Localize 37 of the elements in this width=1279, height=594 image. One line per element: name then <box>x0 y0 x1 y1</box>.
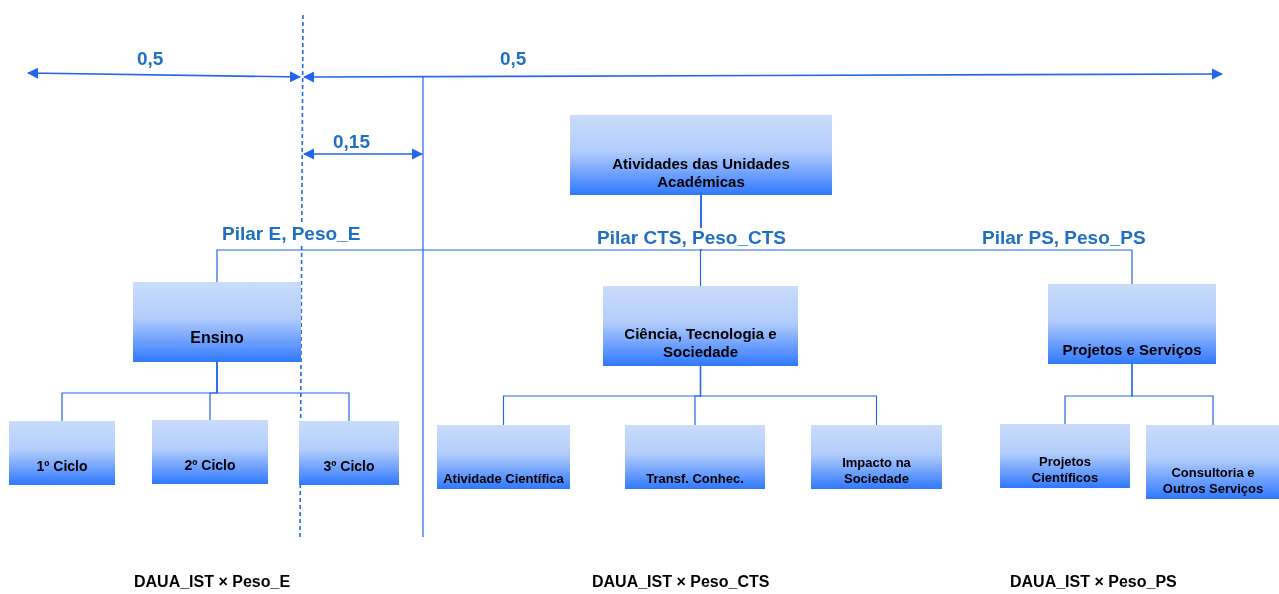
process-box <box>1146 425 1279 499</box>
process-box <box>152 420 268 484</box>
process-box <box>625 425 765 489</box>
box-label: Projetos Científicos <box>1030 453 1100 486</box>
box-label: Projetos e Serviços <box>1062 341 1202 360</box>
process-box <box>1048 284 1216 364</box>
box-label: Atividade Científica <box>443 470 564 487</box>
formula-label: DAUA_IST × Peso_CTS <box>592 573 770 591</box>
connector-line <box>1131 363 1214 426</box>
box-label: 2º Ciclo <box>184 456 236 474</box>
connector-line <box>699 365 878 426</box>
box-label: 1º Ciclo <box>36 457 88 475</box>
box-label: Ciência, Tecnologia e Sociedade <box>623 324 778 362</box>
process-box <box>437 425 570 489</box>
dimension-label: 0,5 <box>137 48 164 70</box>
box-label: Consultoria e Outros Serviços <box>1161 464 1265 497</box>
connector-line <box>216 361 350 422</box>
box-label: Ensino <box>190 328 244 348</box>
dimension-label: 0,15 <box>333 131 370 153</box>
process-box <box>133 282 301 362</box>
process-box <box>299 421 399 485</box>
box-label: 3º Ciclo <box>323 457 375 475</box>
dimension-label: 0,5 <box>500 48 527 70</box>
process-box <box>811 425 942 489</box>
connector-line <box>700 194 1133 285</box>
process-box <box>1000 424 1130 488</box>
formula-label: DAUA_IST × Peso_E <box>134 573 291 591</box>
formula-label: DAUA_IST × Peso_PS <box>1010 573 1177 591</box>
process-box <box>603 286 798 366</box>
box-label: Impacto na Sociedade <box>841 454 912 487</box>
process-box <box>9 421 115 485</box>
box-label: Transf. Conhec. <box>646 470 744 487</box>
edge-label: Pilar E, Peso_E <box>220 224 363 245</box>
process-box <box>570 115 832 195</box>
edge-label: Pilar PS, Peso_PS <box>980 228 1148 249</box>
box-label: Atividades das Unidades Académicas <box>611 154 791 192</box>
edge-label: Pilar CTS, Peso_CTS <box>595 228 788 249</box>
